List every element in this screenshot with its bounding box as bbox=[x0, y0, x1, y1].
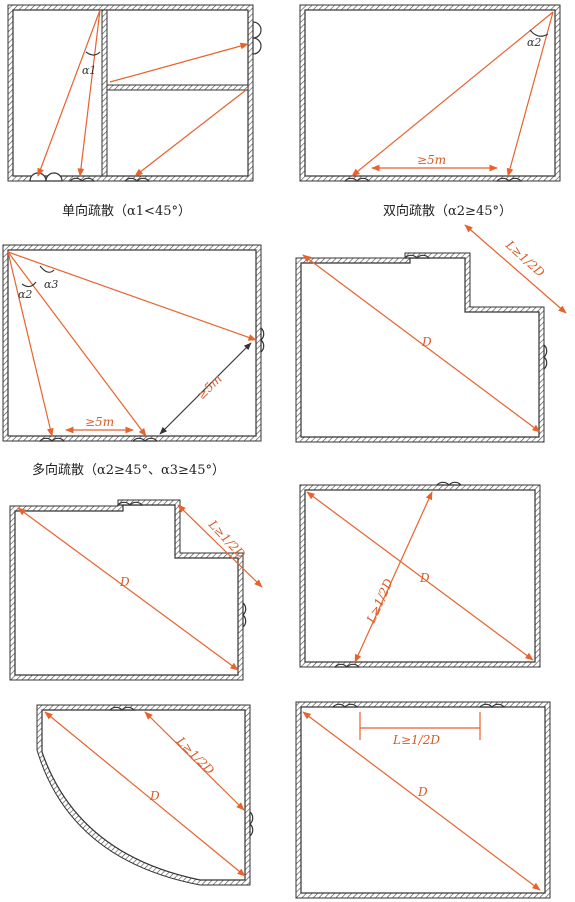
door-icon bbox=[123, 177, 151, 182]
door-icon bbox=[242, 601, 247, 629]
panel-l-shape-1: D L≥1/2D bbox=[295, 224, 567, 443]
door-icon bbox=[68, 177, 96, 182]
route-arrow bbox=[351, 11, 554, 177]
caption-one-way: 单向疏散（α1<45°） bbox=[62, 204, 191, 219]
panel-multi-way: α2 α3 ≥5m ≥5m bbox=[2, 244, 265, 442]
door-icon bbox=[478, 703, 506, 708]
dimension-line bbox=[177, 504, 263, 588]
angle-label: α2 bbox=[527, 36, 541, 49]
caption-multi-way: 多向疏散（α2≥45°、α3≥45°） bbox=[32, 463, 225, 478]
angle-label: α3 bbox=[44, 278, 58, 291]
distance-label: ≥5m bbox=[417, 153, 446, 167]
dimension-label: D bbox=[119, 575, 130, 589]
door-icon bbox=[543, 343, 548, 371]
panel-round-corner: D L≥1/2D bbox=[36, 704, 254, 886]
distance-label: ≥5m bbox=[85, 415, 114, 429]
angle-label: α2 bbox=[18, 288, 32, 301]
door-icon bbox=[116, 501, 144, 506]
panel-rect-top-exits: D L≥1/2D bbox=[295, 701, 551, 899]
dimension-line bbox=[302, 254, 541, 433]
door-icon bbox=[495, 177, 523, 182]
door-icon bbox=[343, 177, 371, 182]
dimension-line bbox=[17, 507, 239, 671]
door-icon bbox=[252, 21, 262, 55]
door-icon bbox=[249, 810, 254, 838]
route-arrow bbox=[7, 251, 257, 341]
caption-two-way: 双向疏散（α2≥45°） bbox=[383, 204, 512, 219]
dimension-line bbox=[354, 491, 433, 663]
door-icon bbox=[435, 481, 463, 486]
panel-one-way: α1 bbox=[7, 4, 262, 182]
dimension-label: D bbox=[419, 571, 430, 585]
dimension-label: D bbox=[417, 785, 428, 799]
door-icon bbox=[260, 326, 265, 354]
door-icon bbox=[108, 706, 136, 711]
route-arrow bbox=[109, 42, 249, 83]
door-icon bbox=[333, 663, 361, 668]
dimension-line bbox=[464, 224, 567, 314]
panel-two-way: α2 ≥5m bbox=[299, 4, 561, 182]
dimension-line bbox=[144, 711, 245, 811]
door-icon bbox=[131, 437, 159, 442]
angle-label: α1 bbox=[82, 64, 96, 77]
dimension-label: D bbox=[149, 789, 160, 803]
dimension-label: L≥1/2D bbox=[502, 237, 547, 280]
panel-rect-diagonal: D L≥1/2D bbox=[299, 481, 541, 668]
dimension-label: L≥1/2D bbox=[392, 733, 440, 747]
dimension-label: D bbox=[421, 335, 432, 349]
route-arrow bbox=[77, 9, 101, 177]
door-icon bbox=[331, 703, 359, 708]
route-arrow bbox=[506, 11, 554, 177]
dimension-line bbox=[302, 711, 541, 891]
route-arrow bbox=[7, 251, 147, 437]
route-arrow bbox=[7, 251, 54, 437]
route-arrow bbox=[134, 89, 247, 177]
panel-l-shape-2: D L≥1/2D bbox=[9, 499, 263, 681]
route-arrow bbox=[37, 9, 101, 177]
door-icon bbox=[38, 437, 66, 442]
